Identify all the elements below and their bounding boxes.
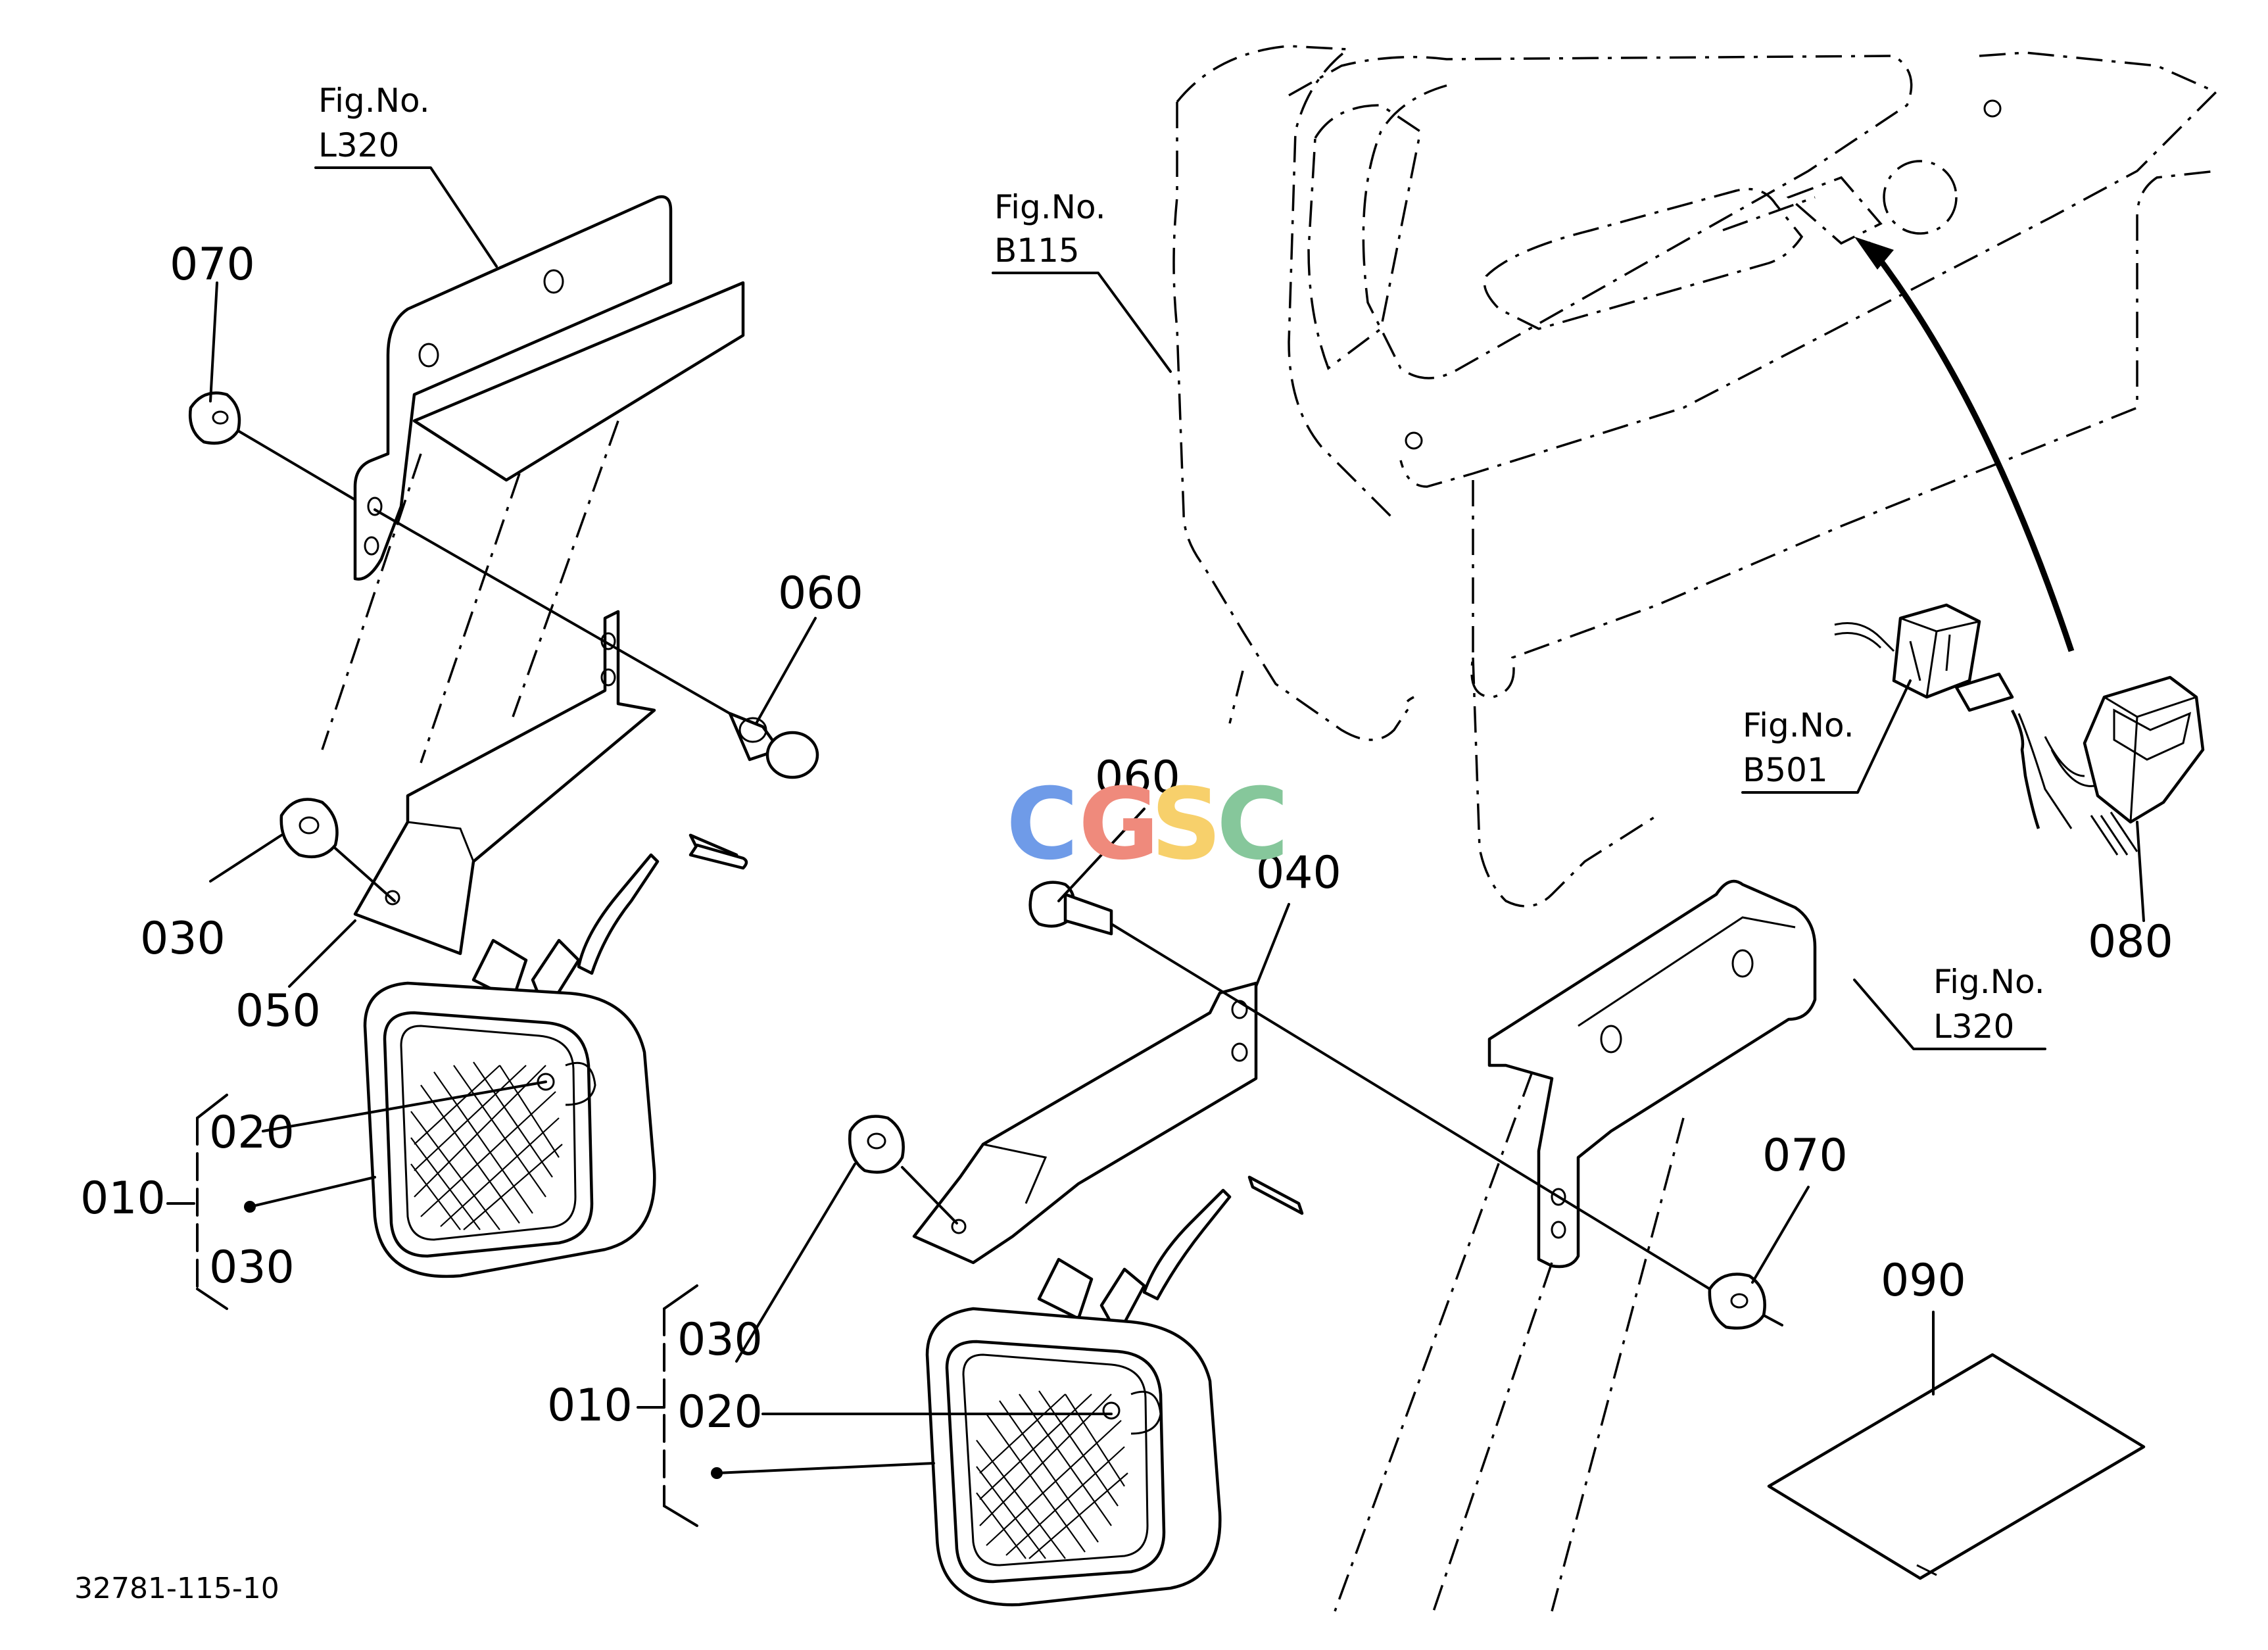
decal-090 (1767, 1353, 2146, 1580)
label-010-lower: 010 (547, 1380, 633, 1432)
label-010-upper: 010 (80, 1173, 166, 1225)
label-030-upper: 030 (140, 913, 226, 965)
nut-030-lower (848, 1115, 905, 1174)
fig-ref-prefix-b115: Fig.No. (994, 188, 1106, 226)
work-lamp-upper (363, 833, 748, 1278)
lamp-lens-hatch-upper (410, 1061, 563, 1230)
fig-ref-prefix-l320-lower: Fig.No. (1933, 963, 2045, 1001)
label-030-upper-kit: 030 (209, 1242, 295, 1294)
watermark-letter-4: C (1217, 767, 1289, 882)
nut-070-lower (1708, 1273, 1766, 1330)
fig-ref-prefix-b501: Fig.No. (1743, 706, 1854, 744)
fig-ref-prefix-l320-upper: Fig.No. (318, 82, 430, 120)
figure-code: 32781-115-10 (74, 1572, 279, 1605)
label-070-lower: 070 (1762, 1130, 1848, 1182)
leader-lines (166, 166, 2145, 1527)
bolt-060-upper (728, 712, 819, 779)
part-number-labels: 070 060 030 050 010 020 030 060 040 030 … (80, 239, 2173, 1438)
routing-arrow (1854, 237, 2075, 652)
label-060-lower: 060 (1095, 752, 1180, 804)
watermark-letter-1: C (1006, 767, 1078, 882)
work-lamp-lower (925, 1175, 1304, 1607)
switch-080 (1834, 603, 2205, 856)
fig-ref-number-l320-upper: L320 (318, 126, 399, 164)
label-050: 050 (235, 985, 321, 1037)
label-040: 040 (1256, 847, 1341, 899)
label-090: 090 (1881, 1255, 1966, 1307)
lower-bracket-plate (1334, 879, 1817, 1612)
label-060-upper: 060 (778, 568, 863, 619)
fig-ref-number-b501: B501 (1743, 751, 1828, 789)
nut-030-upper (279, 798, 339, 859)
watermark-letter-2: G (1078, 767, 1159, 882)
figure-references: Fig.No. L320 Fig.No. B115 Fig.No. B501 F… (318, 82, 2045, 1046)
label-020-lower: 020 (677, 1386, 763, 1438)
label-070-upper: 070 (170, 239, 255, 291)
upper-bracket-plate (321, 195, 745, 764)
cgsc-watermark-logo: C G S C (1006, 767, 1289, 882)
fig-ref-number-b115: B115 (994, 231, 1080, 270)
lamp-bracket-040 (912, 981, 1258, 1265)
machine-body-outline (1172, 45, 2219, 908)
bolt-060-lower (1028, 881, 1113, 936)
label-080: 080 (2088, 916, 2173, 968)
watermark-letter-3: S (1151, 767, 1222, 882)
fig-ref-number-l320-lower: L320 (1933, 1007, 2014, 1046)
label-020-upper: 020 (209, 1107, 295, 1159)
lamp-bracket-050 (353, 610, 656, 956)
lamp-lens-hatch-lower (976, 1390, 1128, 1559)
nut-070-upper (188, 391, 241, 445)
label-030-lower-kit: 030 (677, 1314, 763, 1366)
